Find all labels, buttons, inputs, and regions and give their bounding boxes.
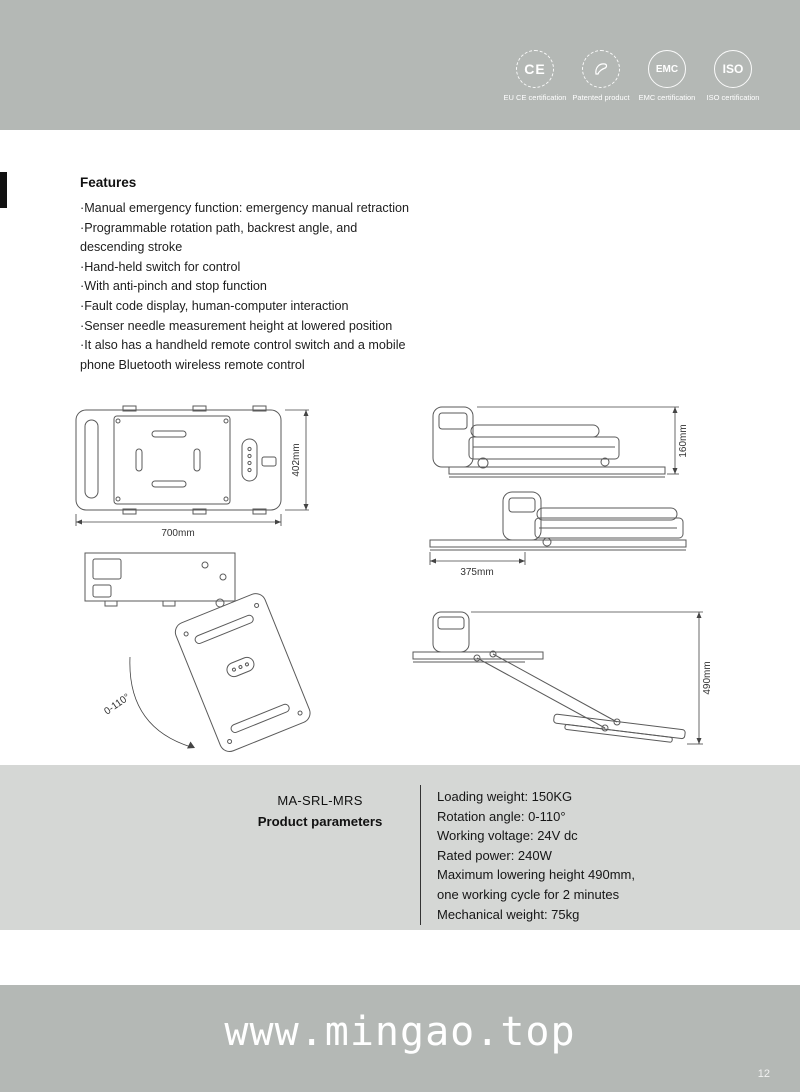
ce-badge-label: EU CE certification <box>503 93 567 102</box>
model-name: MA-SRL-MRS <box>277 793 363 808</box>
patent-badge-label: Patented product <box>572 93 630 102</box>
emc-certification-icon: EMC <box>648 50 686 88</box>
page-edge-marker <box>0 172 7 208</box>
drawing-rotation-view: 0-110° <box>84 552 311 752</box>
parameters-list: Loading weight: 150KG Rotation angle: 0-… <box>437 787 635 924</box>
dim-label-700mm: 700mm <box>161 528 194 539</box>
badge-ce: CE EU CE certification <box>502 50 568 102</box>
parameter-line: Rotation angle: 0-110° <box>437 808 566 824</box>
footer-banner: www.mingao.top 12 <box>0 985 800 1092</box>
website-url: www.mingao.top <box>224 1009 576 1055</box>
header-banner: CE EU CE certification Patented product … <box>0 0 800 130</box>
dim-label-402mm: 402mm <box>291 443 302 476</box>
dim-label-490mm: 490mm <box>702 661 713 694</box>
feature-item: ·Fault code display, human-computer inte… <box>80 298 349 313</box>
emc-badge-text: EMC <box>655 63 679 75</box>
badge-iso: ISO ISO certification <box>700 50 766 102</box>
drawing-lowered-view: 490mm <box>412 611 713 745</box>
drawing-side-compact: 375mm <box>429 491 687 578</box>
vertical-divider <box>420 785 421 925</box>
parameter-line: one working cycle for 2 minutes <box>437 886 620 902</box>
emc-badge-label: EMC certification <box>638 93 696 102</box>
feature-item: ·Programmable rotation path, backrest an… <box>80 220 358 255</box>
feature-item: ·It also has a handheld remote control s… <box>80 338 406 372</box>
page-number: 12 <box>757 1068 770 1080</box>
iso-badge-text: ISO <box>722 62 744 76</box>
parameter-line: Mechanical weight: 75kg <box>437 906 580 922</box>
patent-glyph-icon <box>595 63 608 75</box>
dim-label-160mm: 160mm <box>678 424 689 457</box>
certification-badges: CE EU CE certification Patented product … <box>502 50 766 102</box>
model-block: MA-SRL-MRS Product parameters <box>225 793 415 829</box>
dim-label-375mm: 375mm <box>460 567 493 578</box>
drawing-top-view: 700mm 402mm <box>75 405 309 539</box>
feature-item: ·Manual emergency function: emergency ma… <box>80 201 409 215</box>
feature-item: ·Senser needle measurement height at low… <box>80 318 393 333</box>
parameter-line: Working voltage: 24V dc <box>437 828 578 844</box>
features-title: Features <box>80 175 137 190</box>
badge-emc: EMC EMC certification <box>634 50 700 102</box>
technical-drawings: 700mm 402mm <box>0 395 800 765</box>
parameter-line: Loading weight: 150KG <box>437 789 573 804</box>
iso-certification-icon: ISO <box>714 50 752 88</box>
ce-certification-icon: CE <box>516 50 554 88</box>
iso-badge-label: ISO certification <box>706 93 760 102</box>
feature-item: ·With anti-pinch and stop function <box>80 279 267 294</box>
features-section: Features ·Manual emergency function: eme… <box>80 175 480 375</box>
parameters-section: MA-SRL-MRS Product parameters Loading we… <box>0 765 800 930</box>
parameters-title: Product parameters <box>257 814 383 829</box>
drawing-side-folded: 160mm <box>432 406 689 478</box>
parameter-line: Rated power: 240W <box>437 847 552 863</box>
badge-patent: Patented product <box>568 50 634 102</box>
ce-badge-text: CE <box>524 61 546 77</box>
dim-label-rotation: 0-110° <box>102 692 132 718</box>
feature-item: ·Hand-held switch for control <box>80 259 241 274</box>
parameter-line: Maximum lowering height 490mm, <box>437 867 635 883</box>
patent-icon <box>582 50 620 88</box>
